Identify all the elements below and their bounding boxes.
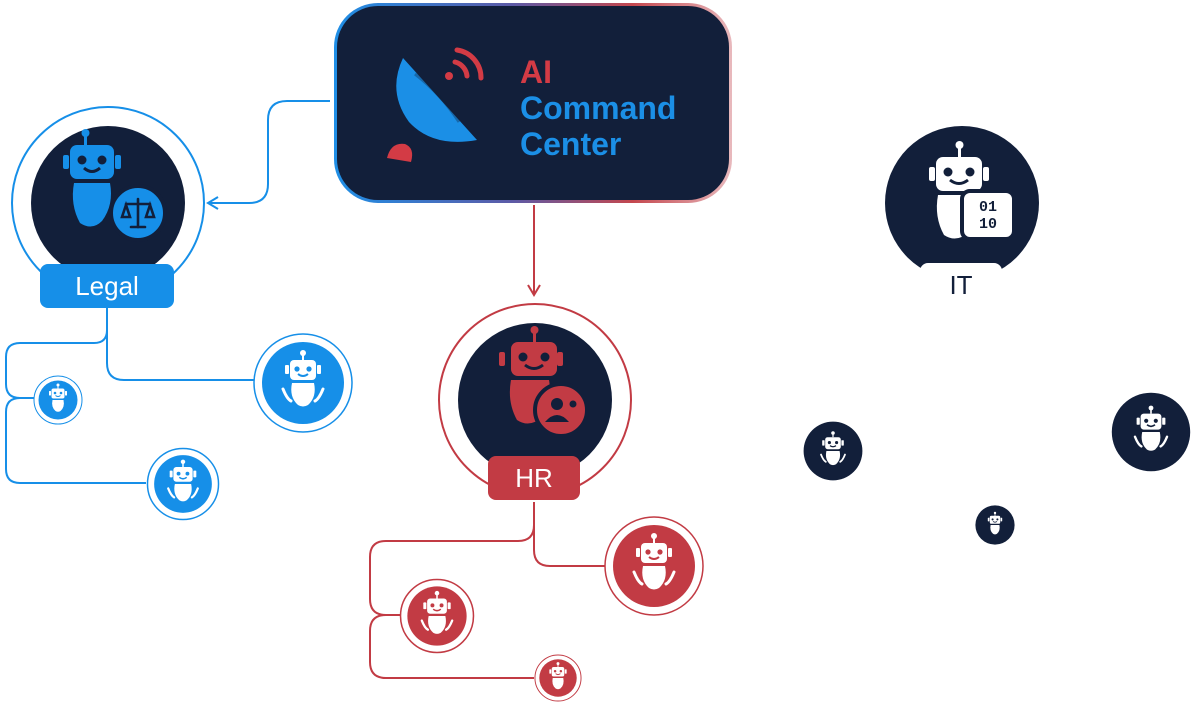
robot-icon [549,662,567,690]
hub-to-legal-connector [210,100,330,204]
hr-department-node[interactable] [437,302,633,498]
hub-title-line3: Center [520,126,622,162]
hr-branch-left [369,502,535,616]
robot-icon [632,533,676,590]
hr-label[interactable]: HR [488,456,580,500]
binary-top-text: 01 [979,199,997,216]
legal-agent-3[interactable] [146,447,220,521]
legal-label[interactable]: Legal [40,264,174,308]
hub-title-line1: AI [520,54,552,90]
scales-icon [120,197,156,229]
hr-agent-2[interactable] [399,578,475,654]
binary-icon [960,189,1016,241]
command-center-hub[interactable]: AI Command Center [334,3,732,203]
it-label[interactable]: IT [920,263,1002,307]
legal-arrowhead [206,196,219,210]
legal-branch-bottom [5,397,146,484]
satellite-dish-icon [387,47,484,162]
legal-agent-1[interactable] [253,333,353,433]
user-gear-icon [545,398,577,422]
command-center-card: AI Command Center [337,6,729,200]
legal-agent-2[interactable] [33,375,83,425]
legal-department-node[interactable] [10,105,206,301]
robot-icon [167,459,199,502]
hr-agent-3[interactable] [534,654,582,702]
it-agent-2[interactable] [1111,392,1191,472]
robot-icon [499,326,563,424]
binary-bottom-text: 10 [979,216,997,233]
it-department-node[interactable]: 01 10 [884,125,1040,281]
robot-icon [420,590,454,634]
hr-branch-bottom [369,614,534,679]
hr-branch-right [533,502,605,567]
it-agent-1[interactable] [803,421,863,481]
legal-branch-right [106,308,256,381]
hr-agent-1[interactable] [604,516,704,616]
robot-icon [820,431,846,466]
hub-title-line2: Command [520,90,677,126]
robot-icon [63,129,121,227]
legal-branch-left [5,308,108,399]
hr-arrowhead [527,284,541,297]
it-agent-3[interactable] [975,505,1015,545]
command-center-title: AI Command Center [520,54,676,162]
robot-icon [49,383,67,412]
robot-icon [281,350,325,407]
robot-icon [1133,405,1169,451]
robot-icon [987,511,1003,535]
